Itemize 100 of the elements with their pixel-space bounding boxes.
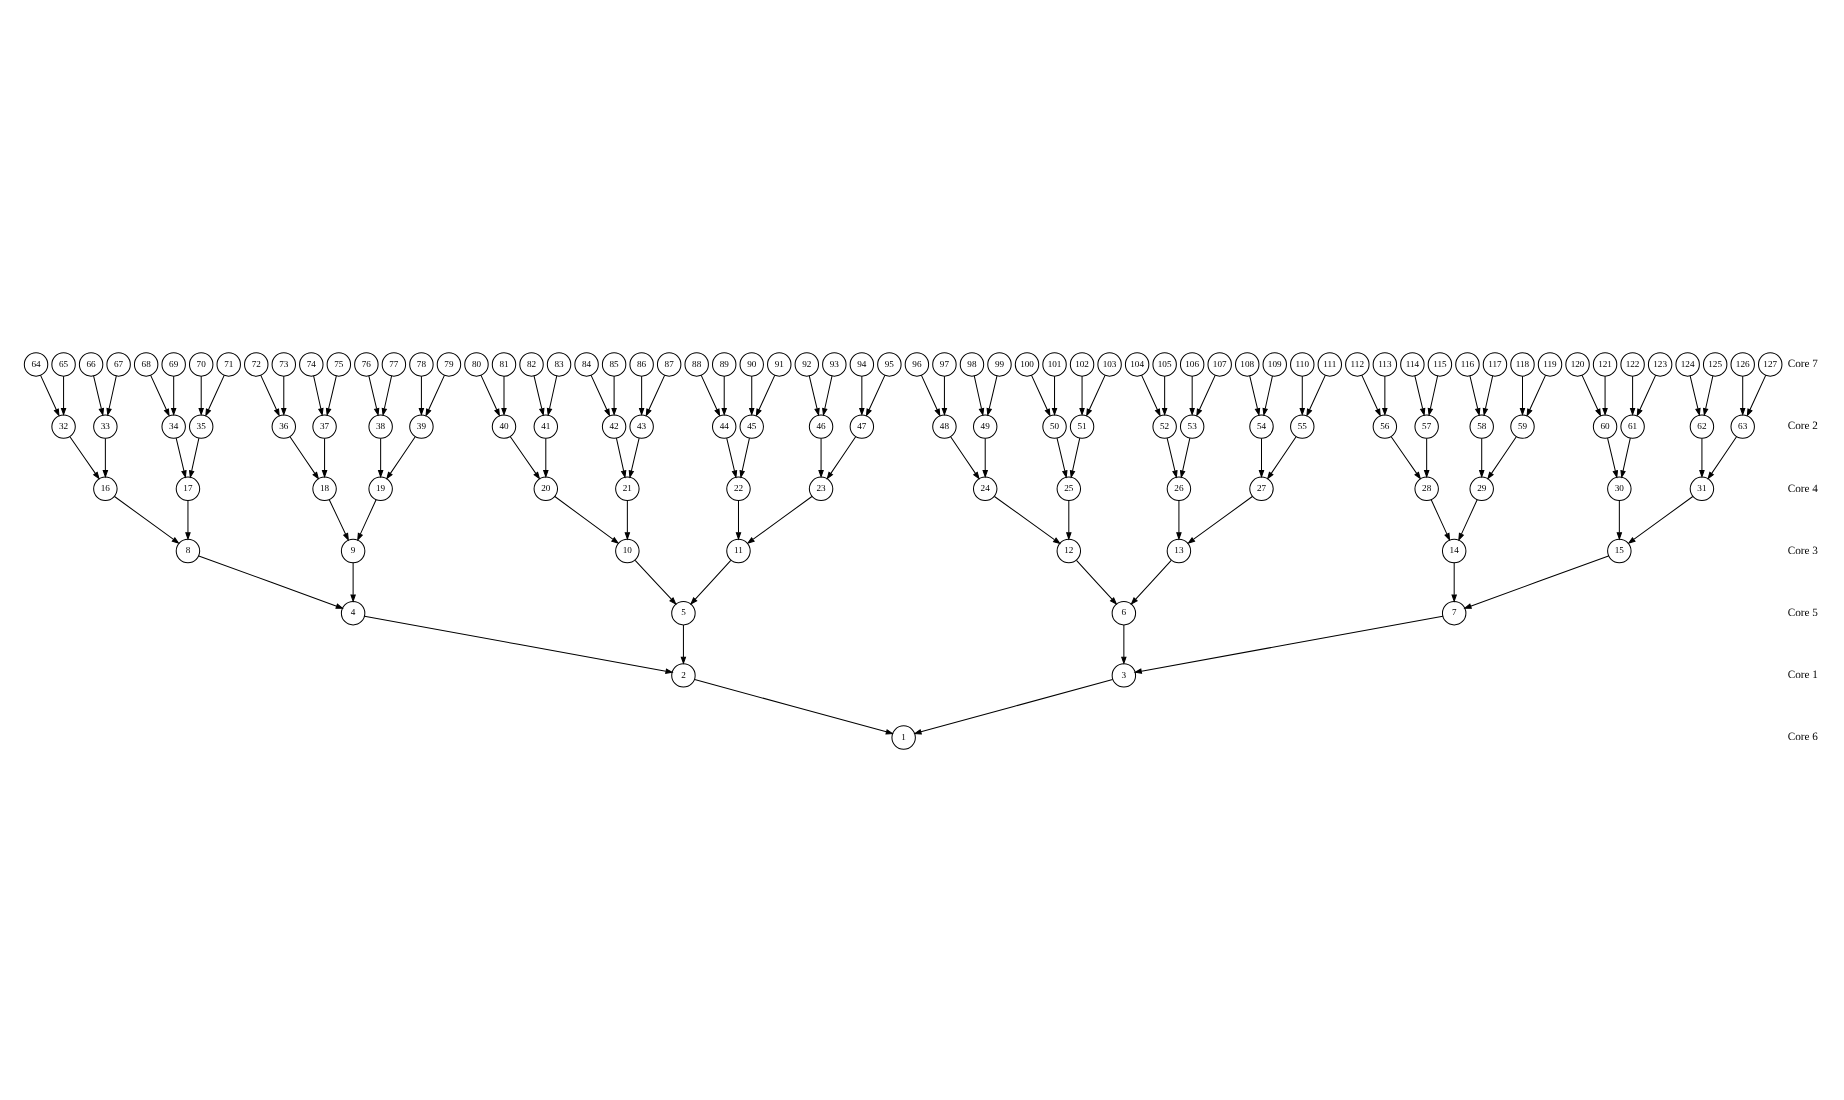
arrow: [1469, 374, 1481, 416]
arrow: [1133, 614, 1444, 673]
arrow: [1689, 374, 1701, 416]
arrow: [735, 499, 742, 540]
arrow: [1629, 374, 1636, 416]
arrow: [1065, 499, 1072, 540]
arrow: [1526, 373, 1546, 416]
arrow: [546, 374, 558, 416]
arrow: [808, 374, 820, 416]
arrow: [1189, 374, 1196, 416]
arrow: [1176, 499, 1182, 540]
arrow: [859, 374, 865, 416]
arrow: [1702, 374, 1714, 416]
arrow: [1161, 374, 1168, 416]
arrow: [746, 495, 813, 543]
arrow: [425, 373, 445, 416]
arrow: [1051, 374, 1058, 416]
arrow: [689, 558, 732, 605]
arrow: [1739, 374, 1746, 416]
arrow: [818, 436, 824, 478]
arrow: [1487, 435, 1517, 479]
arrow: [1707, 435, 1737, 479]
arrow: [185, 499, 191, 540]
arrow: [680, 623, 687, 664]
arrow: [188, 436, 200, 478]
arrow: [280, 374, 287, 416]
arrow: [913, 677, 1114, 734]
arrow: [1266, 435, 1297, 479]
arrow: [920, 373, 941, 416]
arrow: [1179, 436, 1191, 478]
arrow: [1196, 373, 1216, 416]
arrow: [368, 374, 380, 416]
arrow: [1627, 495, 1694, 543]
arrow: [645, 373, 666, 416]
arrow: [726, 436, 738, 478]
arrow: [260, 373, 280, 416]
arrow: [826, 435, 857, 479]
arrow: [1616, 499, 1623, 540]
arrow: [986, 374, 998, 416]
arrow: [694, 677, 894, 734]
arrow: [1187, 495, 1253, 543]
arrow: [1478, 436, 1485, 478]
arrow: [739, 436, 750, 478]
arrow: [321, 436, 328, 478]
arrow: [198, 554, 344, 608]
arrow: [60, 374, 67, 416]
arrow: [542, 436, 549, 478]
arrow: [1258, 436, 1265, 478]
arrow: [363, 614, 674, 673]
arrow: [114, 495, 180, 543]
arrow: [328, 498, 349, 541]
arrow: [170, 374, 177, 416]
arrow: [386, 435, 416, 479]
arrow: [150, 373, 170, 416]
arrow: [1121, 623, 1127, 664]
arrow: [1249, 374, 1261, 416]
arrow: [1482, 374, 1494, 416]
arrow: [700, 373, 721, 416]
arrow: [106, 374, 117, 416]
arrow: [418, 374, 425, 416]
arrow: [1581, 373, 1602, 416]
arrow: [1069, 436, 1081, 478]
arrow: [501, 374, 507, 416]
arrow: [1130, 558, 1172, 605]
arrow: [1699, 436, 1705, 478]
arrow: [1166, 436, 1178, 478]
arrow: [533, 374, 545, 416]
arrow: [1141, 373, 1161, 416]
arrow: [638, 374, 645, 416]
arrow: [1031, 373, 1051, 416]
arrow: [721, 374, 728, 416]
arrow: [982, 436, 989, 478]
arrow: [1746, 373, 1767, 416]
arrow: [865, 373, 886, 416]
arrow: [69, 435, 100, 479]
arrow: [289, 435, 320, 479]
arrow: [1519, 374, 1526, 416]
arrow: [1423, 436, 1430, 478]
arrow: [509, 435, 541, 479]
arrow: [1451, 561, 1458, 602]
arrow: [377, 436, 384, 478]
arrow: [205, 373, 225, 416]
arrow: [941, 374, 948, 416]
arrow: [950, 435, 980, 479]
arrow: [1079, 374, 1085, 416]
arrow: [1075, 558, 1118, 605]
arrow: [748, 374, 755, 416]
arrow: [611, 374, 617, 416]
arrow: [628, 436, 640, 478]
arrow: [1361, 373, 1381, 416]
arrow: [40, 373, 60, 416]
arrow: [1414, 374, 1426, 416]
arrow: [1262, 374, 1273, 416]
arrow: [1602, 374, 1608, 416]
arrow: [357, 498, 377, 541]
arrow: [93, 374, 105, 416]
arrow: [1463, 554, 1609, 608]
arrow: [1306, 373, 1326, 416]
arrow: [554, 495, 620, 543]
arrow: [1620, 436, 1631, 478]
